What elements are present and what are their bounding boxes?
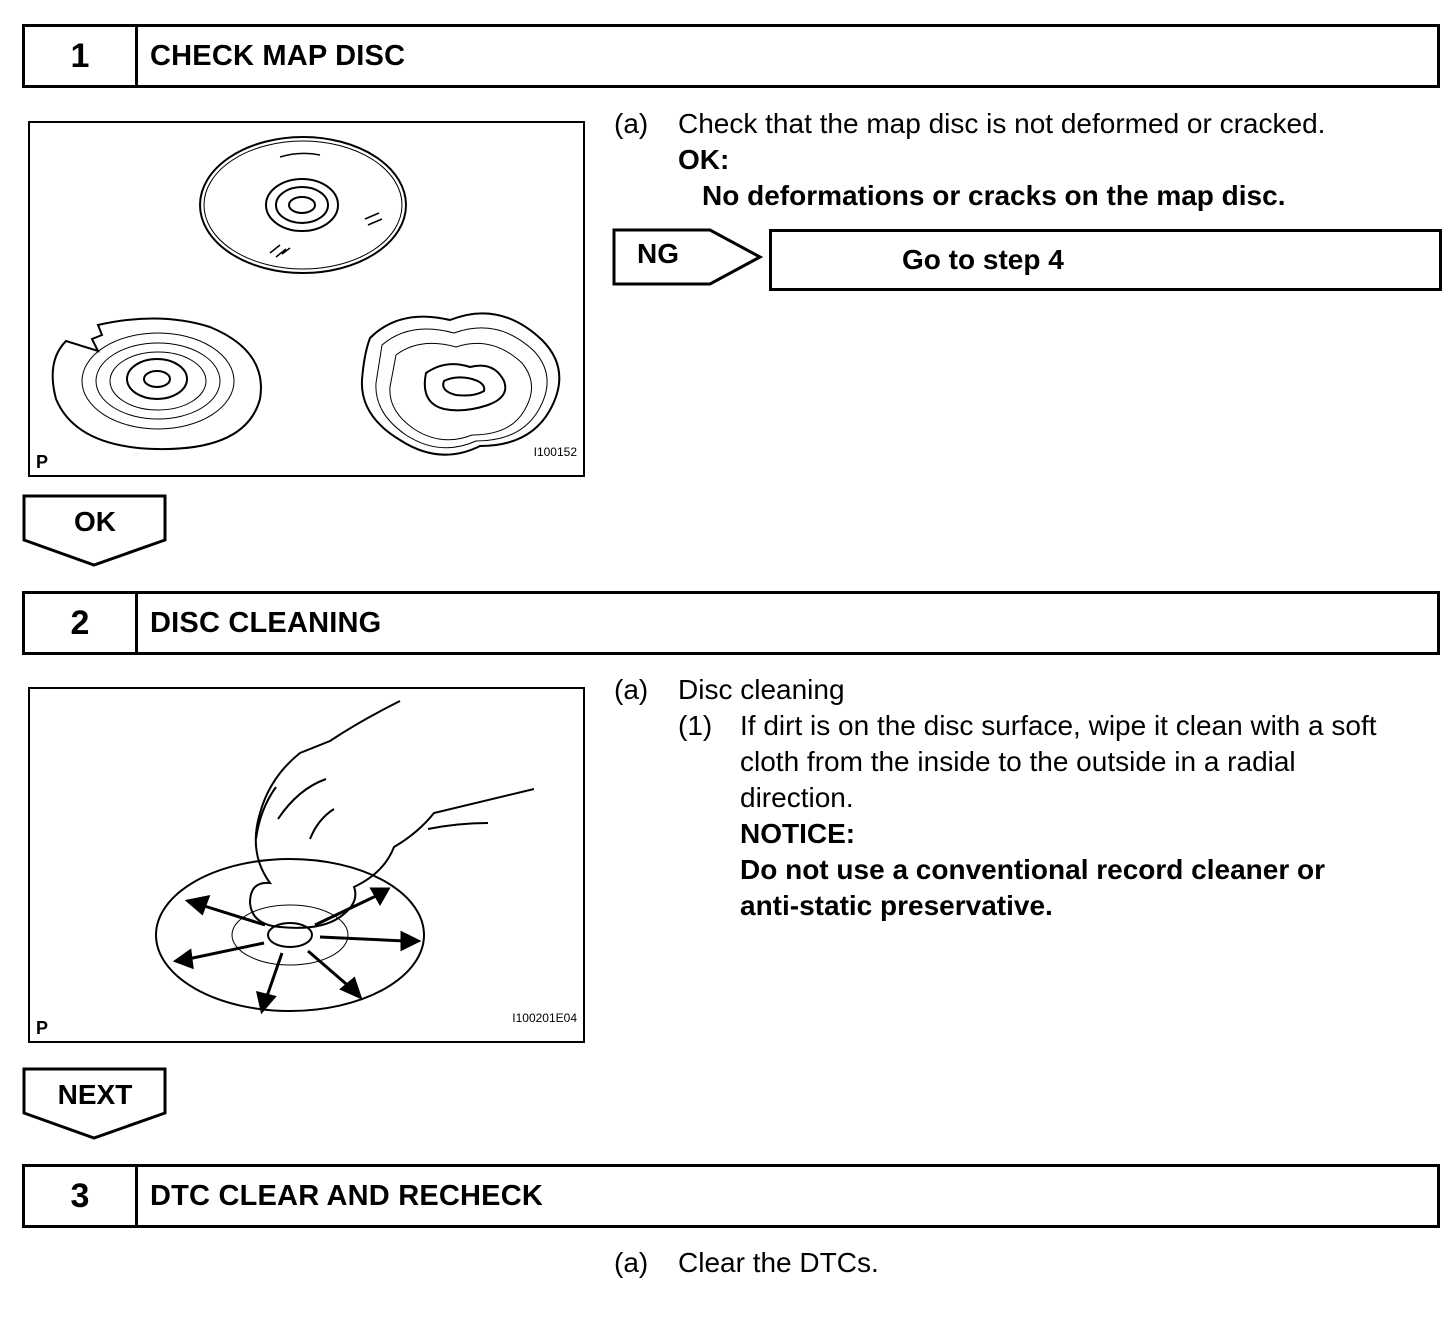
notice-line-2: anti-static preservative. [740, 890, 1053, 921]
step-number: 2 [25, 594, 138, 652]
disc-cleaning-illustration [155, 700, 535, 1015]
figure-code: I100201E04 [512, 1011, 577, 1025]
figure-corner-mark: P [36, 1018, 49, 1038]
ok-down-arrow-icon [22, 494, 167, 567]
step-title: DISC CLEANING [150, 606, 382, 639]
step-number: 3 [25, 1167, 138, 1225]
notice-label: NOTICE: [740, 818, 856, 849]
step1-item-label: (a) [614, 108, 649, 139]
step-number: 1 [25, 27, 138, 85]
step2-sub-line-1: If dirt is on the disc surface, wipe it … [740, 710, 1377, 741]
notice-line-1: Do not use a conventional record cleaner… [740, 854, 1326, 885]
step1-item-text: Check that the map disc is not deformed … [678, 108, 1326, 139]
ng-label: NG [637, 238, 679, 269]
ok-button-label[interactable]: OK [74, 506, 116, 537]
step-header-3: 3 DTC CLEAR AND RECHECK [22, 1164, 1440, 1228]
goto-text: Go to step 4 [902, 244, 1064, 275]
step2-item-text: Disc cleaning [678, 674, 845, 705]
disc-damage-illustration [51, 136, 561, 456]
step-header-2: 2 DISC CLEANING [22, 591, 1440, 655]
step2-sub-label: (1) [678, 710, 713, 741]
step-title: CHECK MAP DISC [150, 39, 406, 72]
figure-map-disc: P I100152 [28, 121, 585, 477]
ng-arrow-icon [612, 228, 764, 286]
figure-code: I100152 [533, 445, 577, 459]
figure-corner-mark: P [36, 452, 49, 472]
step2-sub-line-2: cloth from the inside to the outside in … [740, 746, 1296, 777]
next-button-label[interactable]: NEXT [57, 1079, 133, 1110]
step2-sub-line-3: direction. [740, 782, 854, 813]
next-down-arrow-icon [22, 1067, 167, 1140]
step-header-1: 1 CHECK MAP DISC [22, 24, 1440, 88]
figure-disc-cleaning: P I100201E04 [28, 687, 585, 1043]
ok-criteria-label: OK: [678, 144, 730, 175]
step3-item-text: Clear the DTCs. [678, 1247, 879, 1278]
step-title: DTC CLEAR AND RECHECK [150, 1179, 544, 1212]
ok-criteria-text: No deformations or cracks on the map dis… [702, 180, 1286, 211]
goto-step-4-box[interactable]: Go to step 4 [769, 229, 1442, 291]
step2-item-label: (a) [614, 674, 649, 705]
step3-item-label: (a) [614, 1247, 649, 1278]
